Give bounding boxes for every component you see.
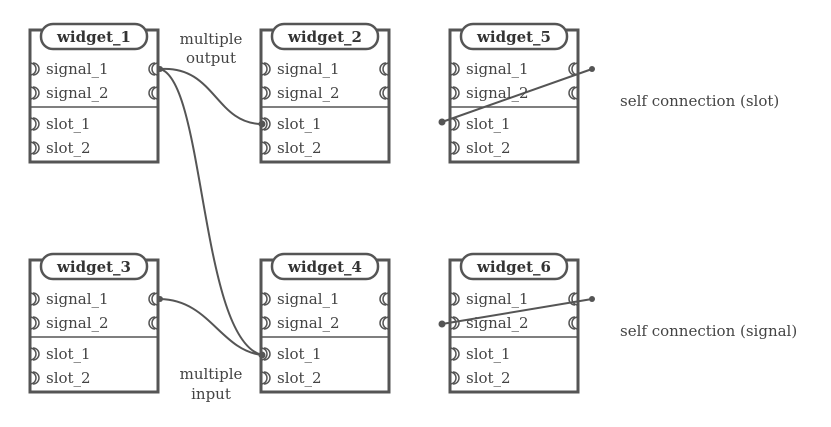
port-left-icon [29,117,40,131]
port-left-icon [29,141,40,155]
slot-label: slot_1 [466,115,511,133]
port-right-icon [568,292,579,306]
widget-box[interactable]: widget_6 signal_1 signal_2 slot_1 slot_2 [448,252,580,394]
slot-label: slot_2 [277,369,322,387]
slot-label: slot_1 [277,345,322,363]
signal-label: signal_2 [466,84,529,102]
annotation-multiple-output-line1: multiple [180,30,243,48]
port-left-icon [260,316,271,330]
signal-label: signal_2 [466,314,529,332]
port-right-icon [148,62,159,76]
port-left-icon [449,141,460,155]
widget-title: widget_5 [476,28,551,46]
widget-box[interactable]: widget_2 signal_1 signal_2 slot_1 slot_2 [259,22,391,164]
wire-w1-signal1-to-w4-slot1 [159,68,263,356]
slot-label: slot_2 [46,369,91,387]
connections [159,67,593,356]
widget-box[interactable]: widget_4 signal_1 signal_2 slot_1 slot_2 [259,252,391,394]
signal-label: signal_2 [277,84,340,102]
title-pill [459,22,569,51]
slot-label: slot_1 [466,345,511,363]
annotation-self-connection-signal: self connection (signal) [620,322,797,340]
dot-w6-signal1 [589,296,595,302]
signal-label: signal_1 [46,290,109,308]
port-right-icon [568,316,579,330]
dot-w5-slot1 [438,118,446,126]
port-left-icon [29,347,40,361]
port-right-icon [568,86,579,100]
slot-label: slot_1 [46,115,91,133]
port-right-icon [568,62,579,76]
slot-label: slot_2 [466,369,511,387]
port-left-icon [260,292,271,306]
widget-box[interactable]: widget_1 signal_1 signal_2 slot_1 slot_2 [28,22,160,164]
slot-label: slot_2 [466,139,511,157]
annotation-multiple-output-line2: output [186,49,236,67]
port-right-icon [379,62,390,76]
port-right-icon [379,292,390,306]
annotation-multiple-input-line1: multiple [180,365,243,383]
port-left-icon [260,62,271,76]
wire-w1-signal1-to-w2-slot1 [159,67,263,125]
wire-w6-self-signal [441,298,593,325]
signal-label: signal_2 [46,84,109,102]
slot-label: slot_2 [46,139,91,157]
signal-label: signal_1 [277,290,340,308]
slot-label: slot_2 [277,139,322,157]
port-left-icon [449,117,460,131]
dot-w5-signal1 [589,66,595,72]
title-pill [270,22,380,51]
signal-label: signal_2 [277,314,340,332]
title-pill [270,252,380,281]
title-pill [39,22,149,51]
widget-title: widget_2 [287,28,362,46]
title-pill [39,252,149,281]
wire-w3-signal1-to-w4-slot1 [159,298,263,356]
port-right-icon [148,292,159,306]
port-left-icon [449,62,460,76]
port-right-icon [148,86,159,100]
port-right-icon [148,316,159,330]
wire-w5-self-slot [441,68,593,123]
port-left-icon [449,371,460,385]
port-left-icon [260,371,271,385]
widget-title: widget_1 [56,28,131,46]
port-left-icon [29,86,40,100]
widget-title: widget_4 [287,258,362,276]
signal-label: signal_2 [46,314,109,332]
dot-w6-slot1 [438,320,446,328]
widget-title: widget_6 [476,258,551,276]
slot-label: slot_1 [277,115,322,133]
annotation-self-connection-slot: self connection (slot) [620,92,779,110]
signal-label: signal_1 [277,60,340,78]
port-left-icon [449,292,460,306]
signal-label: signal_1 [466,60,529,78]
port-left-icon [449,316,460,330]
port-left-icon [29,371,40,385]
slot-label: slot_1 [46,345,91,363]
port-left-icon [29,62,40,76]
annotation-multiple-input-line2: input [191,385,231,403]
port-left-icon [29,316,40,330]
port-right-icon [379,316,390,330]
port-left-icon [449,347,460,361]
connection-dots [157,66,595,359]
port-left-icon [260,117,271,131]
signal-label: signal_1 [46,60,109,78]
widget-title: widget_3 [56,258,131,276]
port-right-icon [379,86,390,100]
port-left-icon [449,86,460,100]
port-left-icon [29,292,40,306]
title-pill [459,252,569,281]
signal-label: signal_1 [466,290,529,308]
widget-box[interactable]: widget_3 signal_1 signal_2 slot_1 slot_2 [28,252,160,394]
port-left-icon [260,86,271,100]
widget-box[interactable]: widget_5 signal_1 signal_2 slot_1 slot_2 [448,22,580,164]
port-left-icon [260,141,271,155]
port-left-icon [260,347,271,361]
